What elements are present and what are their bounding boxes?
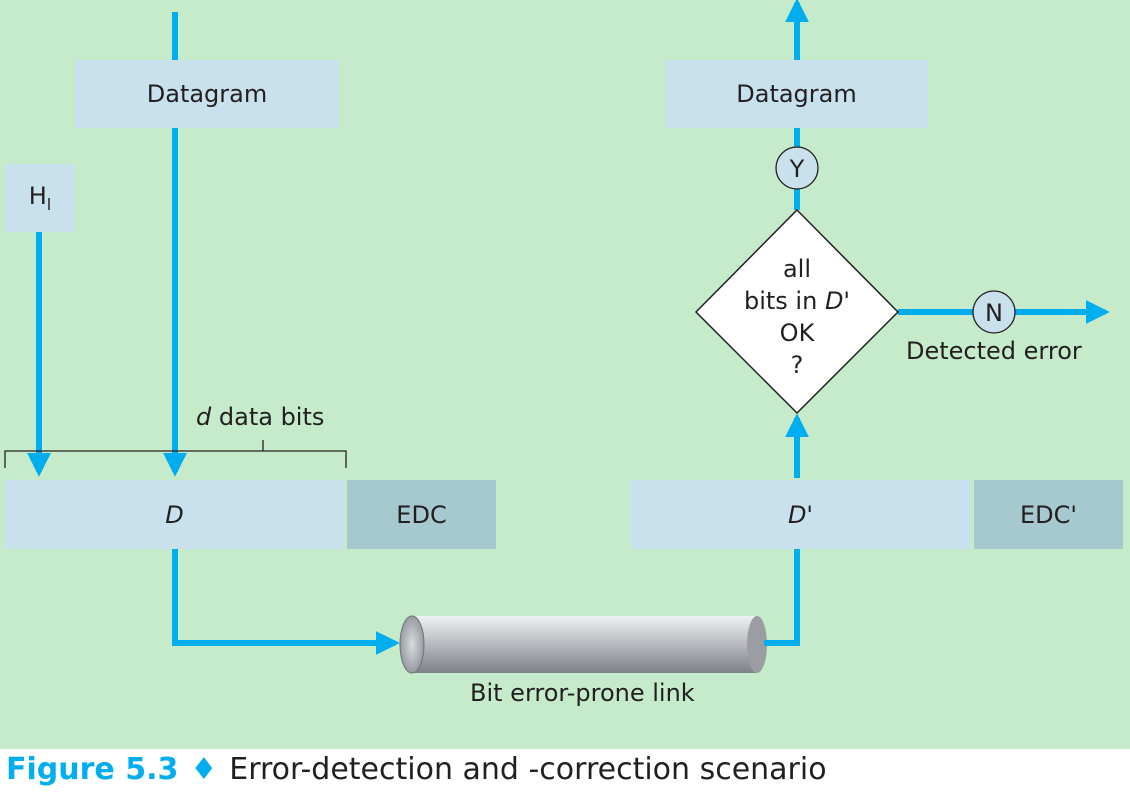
link-label: Bit error-prone link bbox=[470, 679, 695, 707]
no-label: N bbox=[985, 299, 1003, 327]
yes-label: Y bbox=[789, 155, 805, 183]
d-to-link-arrow bbox=[172, 549, 400, 655]
sender-data-box: D bbox=[5, 480, 344, 549]
decision-line-3: OK bbox=[780, 319, 816, 347]
detected-error-label: Detected error bbox=[906, 337, 1082, 365]
no-circle bbox=[972, 290, 1016, 334]
caption-band bbox=[0, 749, 1130, 796]
receiver-edc-label: EDC' bbox=[1020, 500, 1077, 529]
figure-caption: Figure 5.3 ♦ Error-detection and -correcti… bbox=[6, 752, 827, 787]
receiver-datagram-label: Datagram bbox=[736, 80, 857, 108]
link-to-dprime-line bbox=[764, 549, 800, 646]
header-label: Hl bbox=[28, 182, 52, 214]
data-bits-label: d data bits bbox=[196, 403, 325, 431]
caption-separator: ♦ bbox=[190, 752, 218, 787]
header-box: Hl bbox=[5, 164, 75, 232]
decision-line-1: all bbox=[783, 255, 811, 283]
figure-title: Error-detection and -correction scenario bbox=[229, 752, 827, 787]
receiver-edc-box: EDC' bbox=[974, 480, 1123, 549]
sender-datagram-label: Datagram bbox=[146, 80, 268, 108]
receiver-data-box: D' bbox=[631, 480, 970, 549]
pipe-icon bbox=[399, 615, 767, 674]
sender-edc-label: EDC bbox=[396, 500, 447, 529]
sender-data-label: D bbox=[165, 500, 184, 529]
decision-line-2: bits in D' bbox=[744, 287, 850, 315]
figure-number: Figure 5.3 bbox=[6, 752, 179, 787]
yes-circle bbox=[775, 146, 819, 190]
receiver-datagram-box: Datagram bbox=[665, 60, 928, 128]
sender-edc-box: EDC bbox=[347, 480, 496, 549]
decision-line-4: ? bbox=[791, 351, 804, 379]
sender-datagram-box: Datagram bbox=[75, 60, 339, 128]
data-bits-bracket bbox=[4, 440, 347, 468]
decision-diamond bbox=[694, 208, 900, 415]
receiver-data-label: D' bbox=[787, 500, 814, 529]
